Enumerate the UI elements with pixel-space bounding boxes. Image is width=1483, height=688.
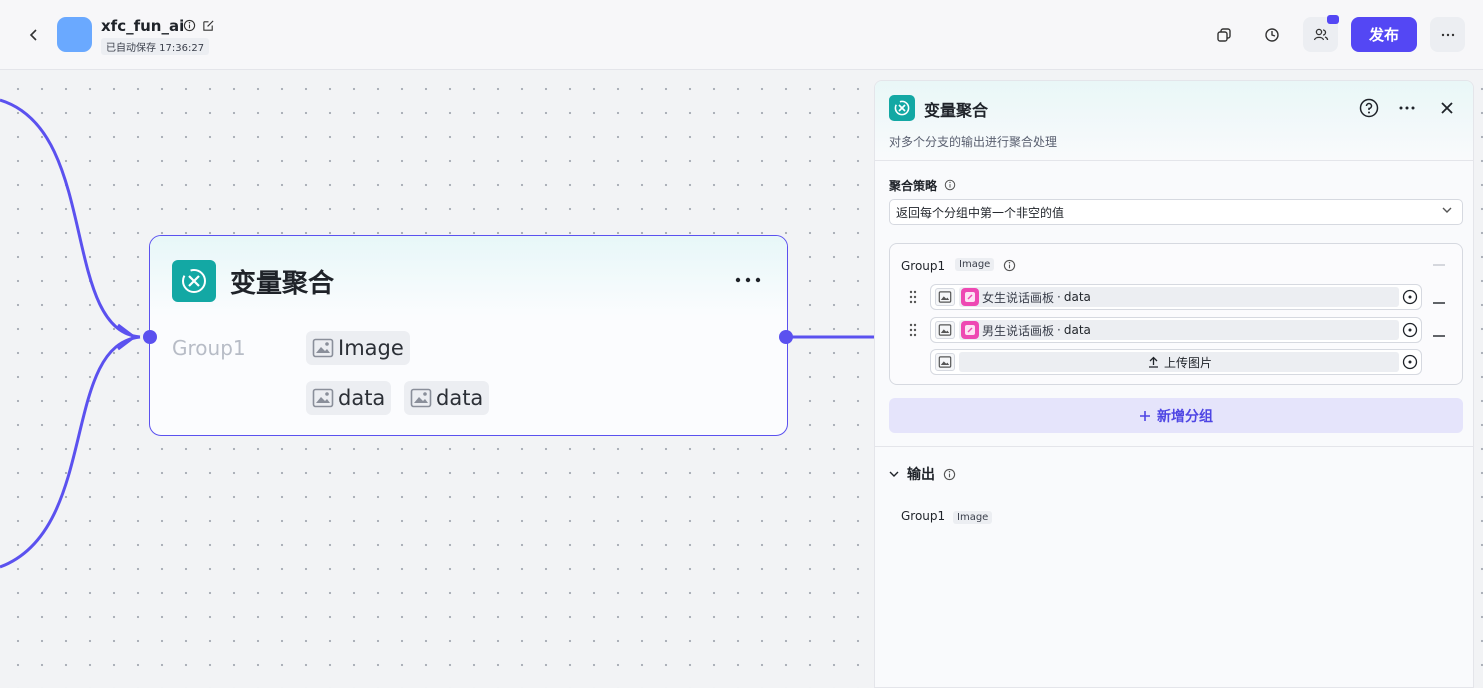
output-section-toggle[interactable]: 输出 bbox=[889, 464, 956, 484]
node-group-label: Group1 bbox=[172, 336, 246, 360]
variable-aggregator-icon bbox=[172, 260, 216, 302]
panel-header bbox=[875, 81, 1473, 161]
group-variable-row: 女生说话画板 · data bbox=[930, 284, 1422, 310]
collapse-icon[interactable] bbox=[1433, 264, 1445, 266]
node-input-handle[interactable] bbox=[143, 330, 157, 344]
autosave-status: 已自动保存 17:36:27 bbox=[101, 38, 210, 55]
chevron-left-icon bbox=[29, 29, 37, 41]
image-icon bbox=[312, 338, 334, 358]
variable-aggregator-icon bbox=[889, 95, 915, 121]
group-type-badge: Image bbox=[955, 258, 995, 271]
help-button[interactable] bbox=[1358, 97, 1380, 119]
copy-icon bbox=[1216, 27, 1231, 42]
variable-selector[interactable]: 女生说话画板 · data bbox=[959, 287, 1399, 307]
notification-badge bbox=[1327, 15, 1339, 24]
chip-label: data bbox=[436, 386, 484, 410]
target-icon[interactable] bbox=[1402, 354, 1418, 370]
node-more-button[interactable] bbox=[732, 270, 764, 290]
incoming-edge-bottom bbox=[0, 335, 141, 569]
publish-button[interactable]: 发布 bbox=[1351, 17, 1417, 52]
history-button[interactable] bbox=[1254, 17, 1289, 52]
history-icon bbox=[1264, 27, 1279, 42]
drag-handle-icon[interactable] bbox=[908, 290, 918, 304]
close-button[interactable] bbox=[1436, 97, 1458, 119]
node-chip-type: Image bbox=[306, 331, 410, 365]
incoming-edge-top bbox=[0, 98, 141, 339]
variable-aggregator-node[interactable]: 变量聚合 Group1 Image data data bbox=[149, 235, 788, 436]
drag-handle-icon[interactable] bbox=[908, 323, 918, 337]
panel-description: 对多个分支的输出进行聚合处理 bbox=[889, 135, 1058, 149]
strategy-select[interactable]: 返回每个分组中第一个非空的值 bbox=[889, 199, 1463, 225]
variable-field: data bbox=[1063, 290, 1091, 304]
upload-icon bbox=[1148, 356, 1158, 368]
info-icon[interactable] bbox=[183, 19, 196, 32]
canvas-board-icon bbox=[961, 288, 979, 306]
strategy-label: 聚合策略 bbox=[889, 177, 956, 194]
group-name: Group1 bbox=[901, 259, 946, 273]
plus-icon bbox=[1140, 410, 1150, 421]
users-icon bbox=[1313, 28, 1328, 40]
node-settings-panel: 变量聚合 对多个分支的输出进行聚合处理 聚合策略 返回每个分组中第一个非空的值 … bbox=[874, 80, 1474, 688]
upload-row: 上传图片 bbox=[930, 349, 1422, 375]
chevron-down-icon bbox=[889, 471, 899, 477]
node-title: 变量聚合 bbox=[230, 269, 335, 299]
edit-icon[interactable] bbox=[202, 19, 215, 32]
panel-more-button[interactable] bbox=[1396, 97, 1418, 119]
strategy-value: 返回每个分组中第一个非空的值 bbox=[896, 206, 1065, 220]
info-icon[interactable] bbox=[1003, 259, 1016, 272]
top-bar: xfc_fun_ai 已自动保存 17:36:27 发布 bbox=[0, 0, 1483, 70]
app-avatar[interactable] bbox=[57, 17, 92, 52]
image-icon bbox=[312, 388, 334, 408]
add-group-button[interactable]: 新增分组 bbox=[889, 398, 1463, 433]
more-icon bbox=[735, 277, 761, 283]
info-icon[interactable] bbox=[943, 468, 956, 481]
remove-variable-icon[interactable] bbox=[1433, 330, 1445, 342]
close-icon bbox=[1441, 102, 1453, 114]
variable-selector[interactable]: 男生说话画板 · data bbox=[959, 320, 1399, 340]
chip-label: data bbox=[338, 386, 386, 410]
chevron-down-icon bbox=[1442, 207, 1452, 213]
output-group-name: Group1 bbox=[901, 509, 946, 523]
more-button[interactable] bbox=[1430, 17, 1465, 52]
image-icon bbox=[935, 353, 955, 371]
remove-variable-icon[interactable] bbox=[1433, 297, 1445, 309]
divider bbox=[875, 446, 1473, 447]
back-button[interactable] bbox=[24, 24, 44, 46]
target-icon[interactable] bbox=[1402, 322, 1418, 338]
info-icon[interactable] bbox=[944, 179, 956, 191]
app-name: xfc_fun_ai bbox=[101, 17, 185, 35]
image-icon bbox=[410, 388, 432, 408]
chip-label: Image bbox=[338, 336, 404, 360]
image-icon bbox=[935, 288, 955, 306]
more-icon bbox=[1399, 106, 1415, 110]
copy-button[interactable] bbox=[1206, 17, 1241, 52]
panel-title: 变量聚合 bbox=[924, 101, 989, 120]
strategy-label-text: 聚合策略 bbox=[889, 179, 938, 193]
more-icon bbox=[1441, 33, 1454, 36]
arrow-head-icon bbox=[117, 323, 137, 351]
output-variable: Group1 Image bbox=[901, 509, 993, 524]
node-output-handle[interactable] bbox=[779, 330, 793, 344]
variable-field: data bbox=[1063, 323, 1091, 337]
output-type-badge: Image bbox=[953, 511, 993, 524]
node-header bbox=[150, 236, 787, 316]
upload-label: 上传图片 bbox=[1163, 355, 1212, 370]
image-icon bbox=[935, 321, 955, 339]
group-card: Group1 Image 女生说话画板 · data bbox=[889, 243, 1463, 385]
variable-source: 男生说话画板 bbox=[982, 323, 1055, 338]
output-label: 输出 bbox=[907, 467, 935, 483]
node-chip-var: data bbox=[306, 381, 392, 415]
upload-image-button[interactable]: 上传图片 bbox=[959, 352, 1399, 372]
add-group-label: 新增分组 bbox=[1157, 408, 1213, 425]
canvas-board-icon bbox=[961, 321, 979, 339]
group-variable-row: 男生说话画板 · data bbox=[930, 317, 1422, 343]
variable-source: 女生说话画板 bbox=[982, 290, 1055, 305]
help-icon bbox=[1359, 98, 1379, 118]
target-icon[interactable] bbox=[1402, 289, 1418, 305]
node-chip-var: data bbox=[404, 381, 490, 415]
